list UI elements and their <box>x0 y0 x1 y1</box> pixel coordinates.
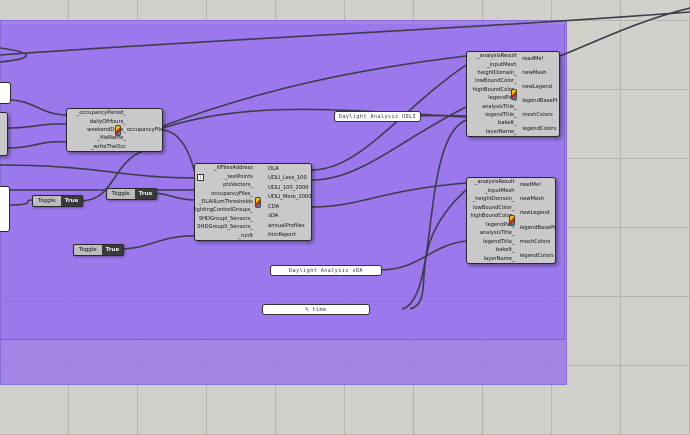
output-port[interactable]: readMe! <box>519 182 542 189</box>
toggle-label: Toggle <box>79 247 97 253</box>
panel-text: Daylight Analysis sDA <box>289 267 363 274</box>
input-port[interactable]: lowBoundColor_ <box>475 78 517 85</box>
input-port[interactable]: highBoundColor_ <box>472 86 517 93</box>
panel-sda[interactable]: Daylight Analysis sDA <box>270 265 382 276</box>
output-port[interactable]: sDA <box>268 213 279 220</box>
input-port[interactable]: ptsVectors_ <box>223 182 253 189</box>
input-port[interactable]: _fileName_ <box>97 135 126 142</box>
input-port[interactable]: dailyOfHours_ <box>89 118 126 125</box>
input-port[interactable]: legendTitle_ <box>483 238 515 245</box>
toggle-value[interactable]: True <box>101 245 124 255</box>
output-port[interactable]: CDA <box>268 203 280 210</box>
input-port[interactable]: _heightDomain_ <box>472 196 515 203</box>
input-port[interactable]: _illFilesAddress <box>214 165 253 172</box>
input-port[interactable]: heightDomain_ <box>477 69 517 76</box>
output-port[interactable]: UDLI_Less_100 <box>268 175 307 182</box>
input-port[interactable]: highBoundColor_ <box>470 213 515 220</box>
component-icon <box>115 124 122 136</box>
output-port[interactable]: legendColors <box>519 252 554 259</box>
recolor-mesh-component-top[interactable]: _analysisResult _inputMesh heightDomain_… <box>466 51 560 137</box>
output-port[interactable]: readMe! <box>522 56 544 62</box>
clipped-component[interactable] <box>0 186 10 232</box>
output-port[interactable]: newLegend <box>519 210 550 217</box>
input-port[interactable]: legendPar_ <box>488 95 517 102</box>
panel-time[interactable]: % time <box>262 304 370 315</box>
input-port[interactable]: SHDGroupI_Sensors_ <box>198 215 253 222</box>
input-port[interactable]: weekendDays_ <box>87 126 126 133</box>
input-port[interactable]: layerName_ <box>485 128 517 135</box>
toggle-label: Toggle <box>38 198 56 204</box>
input-port[interactable]: _runIt <box>238 232 253 239</box>
input-port[interactable]: bakeIt_ <box>495 247 515 254</box>
output-port[interactable]: UDLI_100_2000 <box>268 184 309 191</box>
clipped-component[interactable] <box>0 112 8 156</box>
input-port[interactable]: lowBoundColor_ <box>472 204 515 211</box>
toggle-label: Toggle <box>112 191 130 197</box>
toggle-value[interactable]: True <box>60 196 83 206</box>
input-port[interactable]: _inputMesh <box>484 187 515 194</box>
input-port[interactable]: analysisTitle_ <box>479 230 515 237</box>
output-port[interactable]: legendColors <box>522 126 557 132</box>
input-port[interactable]: _DLAIllumThresholds <box>198 198 253 205</box>
info-icon[interactable]: i <box>197 174 204 181</box>
component-icon <box>255 196 262 208</box>
output-port[interactable]: annualProfiles <box>268 222 305 229</box>
boolean-toggle[interactable]: Toggle True <box>106 188 158 200</box>
panel-udli[interactable]: Daylight Analysis UDLI <box>334 111 421 122</box>
input-port[interactable]: legendTitle_ <box>485 111 517 118</box>
input-port[interactable]: lightingControlGroups_ <box>193 207 253 214</box>
daylight-analysis-component[interactable]: _illFilesAddress _testPoints ptsVectors_… <box>194 163 312 241</box>
output-port[interactable]: meshColors <box>522 112 553 118</box>
output-port[interactable]: newMesh <box>522 70 547 76</box>
output-port[interactable]: newMesh <box>519 196 545 203</box>
toggle-value[interactable]: True <box>134 189 157 199</box>
boolean-toggle[interactable]: Toggle True <box>32 195 84 207</box>
input-port[interactable]: analysisTitle_ <box>481 103 517 110</box>
occupancy-component[interactable]: _occupancyPeriod_ dailyOfHours_ weekendD… <box>66 108 163 152</box>
input-port[interactable]: layerName_ <box>483 255 515 262</box>
output-port[interactable]: newLegend <box>522 84 552 90</box>
input-port[interactable]: legendPar_ <box>486 221 515 228</box>
output-port[interactable]: legendBasePt <box>519 224 556 231</box>
input-port[interactable]: occupancyFiles_ <box>211 190 253 197</box>
input-port[interactable]: _writeTheOcc <box>90 143 126 150</box>
panel-text: Daylight Analysis UDLI <box>338 113 417 120</box>
output-port[interactable]: DLA <box>268 165 279 172</box>
recolor-mesh-component-bottom[interactable]: _analysisResult _inputMesh _heightDomain… <box>466 177 556 264</box>
input-port[interactable]: _analysisResult <box>474 179 515 186</box>
component-icon <box>511 88 518 100</box>
component-icon <box>509 215 516 226</box>
output-port[interactable]: meshColors <box>519 238 551 245</box>
output-port[interactable]: UDLI_More_2000 <box>268 194 312 201</box>
input-port[interactable]: _testPoints <box>224 173 253 180</box>
input-port[interactable]: bakeIt_ <box>498 120 517 127</box>
input-port[interactable]: SHDGroupII_Sensors_ <box>197 224 253 231</box>
output-port[interactable]: occupancyFile <box>126 127 164 133</box>
input-port[interactable]: _analysisResult <box>477 53 517 60</box>
input-port[interactable]: _inputMesh <box>487 61 517 68</box>
output-port[interactable]: legendBasePt <box>522 98 558 104</box>
output-port[interactable]: htmReport <box>268 232 296 239</box>
boolean-toggle[interactable]: Toggle True <box>73 244 125 256</box>
panel-text: % time <box>305 306 327 313</box>
clipped-component[interactable] <box>0 82 11 104</box>
input-port[interactable]: _occupancyPeriod_ <box>76 110 126 117</box>
